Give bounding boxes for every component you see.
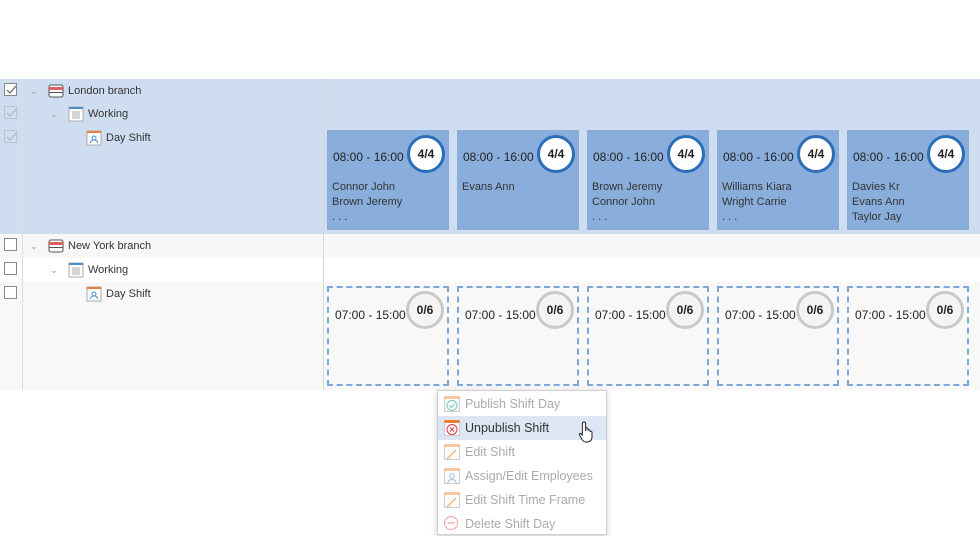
employee-name: Brown Jeremy: [592, 181, 663, 193]
shift-time: 08:00 - 16:00: [333, 150, 404, 164]
menu-item[interactable]: Edit Shift Time Frame: [438, 488, 606, 512]
tree-item-group[interactable]: ⌄ Working: [50, 102, 128, 126]
branch-icon: [48, 238, 64, 254]
menu-item[interactable]: Publish Shift Day: [438, 392, 606, 416]
staff-count-badge: 4/4: [667, 135, 705, 173]
shift-time: 08:00 - 16:00: [853, 150, 924, 164]
employee-name: . . .: [722, 211, 738, 223]
person-icon: [444, 468, 460, 484]
shift-time: 08:00 - 16:00: [463, 150, 534, 164]
menu-item-label: Unpublish Shift: [465, 421, 550, 435]
row-checkbox[interactable]: [4, 106, 17, 119]
shift-time: 07:00 - 15:00: [855, 308, 926, 322]
employee-name: Taylor Jay: [852, 211, 902, 223]
chevron-down-icon[interactable]: ⌄: [30, 240, 38, 251]
employee-name: Evans Ann: [462, 181, 515, 193]
employee-name: Wright Carrie: [722, 196, 787, 208]
chevron-down-icon[interactable]: ⌄: [30, 85, 38, 96]
tree-item-label: Day Shift: [106, 288, 151, 300]
shift-time: 07:00 - 15:00: [725, 308, 796, 322]
row-checkbox[interactable]: [4, 83, 17, 96]
employee-name: Connor John: [332, 181, 395, 193]
tree-item-label: Working: [88, 108, 129, 120]
row-checkbox[interactable]: [4, 130, 17, 143]
minus-circle-icon: [444, 516, 460, 532]
shift-icon: [86, 130, 102, 146]
group-icon: [68, 262, 84, 278]
employee-name: Brown Jeremy: [332, 196, 403, 208]
tree-item-label: Working: [88, 264, 129, 276]
tree-item-shift[interactable]: Day Shift: [68, 126, 151, 150]
checkbox-column-divider: [22, 79, 23, 390]
staff-count-badge: 4/4: [537, 135, 575, 173]
tree-item-label: Day Shift: [106, 132, 151, 144]
employee-name: Connor John: [592, 196, 655, 208]
tree-item-shift[interactable]: Day Shift: [68, 282, 151, 306]
staff-count-badge: 4/4: [927, 135, 965, 173]
hand-cursor-icon: [578, 421, 593, 443]
menu-item[interactable]: Delete Shift Day: [438, 512, 606, 536]
menu-item-label: Edit Shift: [465, 445, 516, 459]
row-checkbox[interactable]: [4, 238, 17, 251]
tree-item-group[interactable]: ⌄ Working: [50, 258, 128, 282]
employee-name: Evans Ann: [852, 196, 905, 208]
check-circle-icon: [444, 396, 460, 412]
shift-time: 07:00 - 15:00: [335, 308, 406, 322]
staff-count-badge: 0/6: [406, 291, 444, 329]
menu-item-label: Assign/Edit Employees: [465, 469, 593, 483]
x-circle-icon: [444, 420, 460, 436]
tree-item-branch[interactable]: ⌄ London branch: [30, 79, 141, 103]
tree-item-label: New York branch: [68, 240, 152, 252]
staff-count-badge: 0/6: [796, 291, 834, 329]
employee-name: . . .: [332, 211, 348, 223]
pencil-icon: [444, 492, 460, 508]
shift-time: 08:00 - 16:00: [723, 150, 794, 164]
group-icon: [68, 106, 84, 122]
chevron-down-icon[interactable]: ⌄: [50, 264, 58, 275]
shift-icon: [86, 286, 102, 302]
menu-item-label: Delete Shift Day: [465, 517, 556, 531]
menu-item[interactable]: Assign/Edit Employees: [438, 464, 606, 488]
chevron-down-icon[interactable]: ⌄: [50, 108, 58, 119]
shift-time: 07:00 - 15:00: [465, 308, 536, 322]
shift-time: 07:00 - 15:00: [595, 308, 666, 322]
employee-name: Williams Kiara: [722, 181, 792, 193]
staff-count-badge: 4/4: [407, 135, 445, 173]
staff-count-badge: 4/4: [797, 135, 835, 173]
menu-item[interactable]: Unpublish Shift: [438, 416, 606, 440]
staff-count-badge: 0/6: [536, 291, 574, 329]
tree-column-divider: [323, 79, 324, 390]
employee-name: Davies Kr: [852, 181, 900, 193]
employee-list: Evans Ann: [462, 180, 515, 195]
row-checkbox[interactable]: [4, 286, 17, 299]
menu-item[interactable]: Edit Shift: [438, 440, 606, 464]
menu-item-label: Publish Shift Day: [465, 397, 561, 411]
branch-icon: [48, 83, 64, 99]
employee-name: . . .: [592, 211, 608, 223]
shift-time: 08:00 - 16:00: [593, 150, 664, 164]
menu-item-label: Edit Shift Time Frame: [465, 493, 586, 507]
newyork-branch-row: [0, 234, 980, 258]
row-checkbox[interactable]: [4, 262, 17, 275]
tree-item-label: London branch: [68, 85, 142, 97]
staff-count-badge: 0/6: [926, 291, 964, 329]
staff-count-badge: 0/6: [666, 291, 704, 329]
pencil-icon: [444, 444, 460, 460]
tree-item-branch[interactable]: ⌄ New York branch: [30, 234, 151, 258]
